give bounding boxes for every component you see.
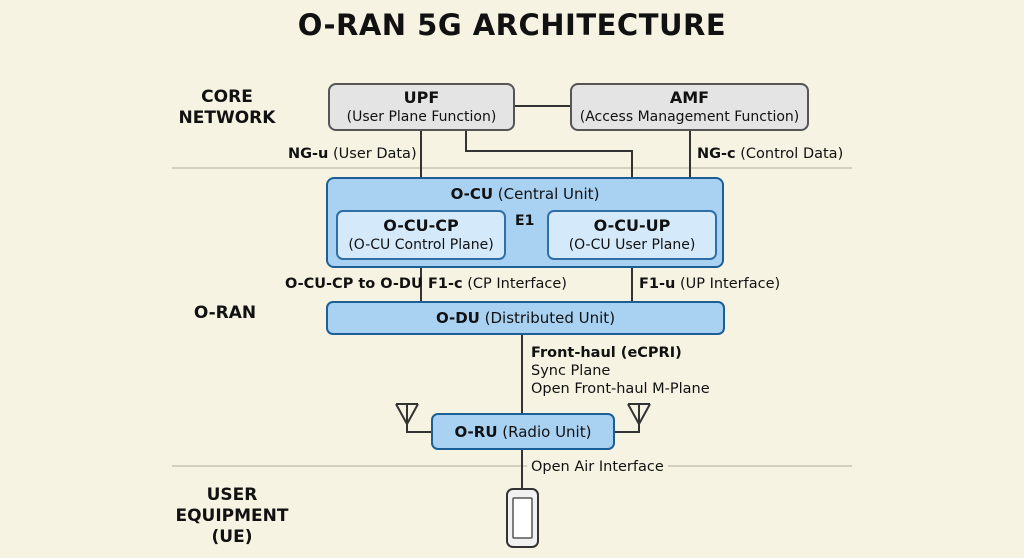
cp-to-du-label: O-CU-CP to O-DU: [285, 276, 423, 292]
amf-desc: (Access Management Function): [579, 109, 800, 125]
upf-box[interactable]: UPF (User Plane Function): [328, 83, 515, 131]
oru-desc: (Radio Unit): [502, 422, 592, 441]
odu-box[interactable]: O-DU (Distributed Unit): [326, 301, 725, 335]
odu-name: O-DU: [435, 309, 480, 327]
f1u-desc: (UP Interface): [679, 276, 781, 292]
amf-box[interactable]: AMF (Access Management Function): [570, 83, 809, 131]
section-ue-line3: (UE): [211, 527, 253, 547]
section-ue-line2: EQUIPMENT: [175, 506, 289, 526]
ocucp-name: O-CU-CP: [383, 216, 459, 235]
oru-heading: O-RU (Radio Unit): [455, 423, 592, 441]
f1c-name: F1-c: [428, 276, 463, 292]
oru-name: O-RU: [454, 422, 498, 441]
section-user-equipment: USER EQUIPMENT (UE): [167, 485, 297, 548]
section-core-line1: CORE: [201, 87, 253, 107]
oru-box[interactable]: O-RU (Radio Unit): [431, 413, 615, 450]
e1-label: E1: [515, 213, 535, 229]
ngc-name: NG-c: [697, 146, 736, 162]
f1c-label: F1-c (CP Interface): [428, 275, 567, 293]
page-title: O-RAN 5G ARCHITECTURE: [297, 8, 727, 42]
section-core-line2: NETWORK: [178, 108, 276, 128]
ocuup-name: O-CU-UP: [593, 216, 671, 235]
f1c-desc: (CP Interface): [467, 276, 567, 292]
ngc-label: NG-c (Control Data): [697, 145, 843, 163]
upf-desc: (User Plane Function): [346, 109, 497, 125]
fronthaul-mplane: Open Front-haul M-Plane: [531, 381, 710, 397]
ngu-desc: (User Data): [333, 146, 417, 162]
ocucp-box[interactable]: O-CU-CP (O-CU Control Plane): [336, 210, 506, 260]
ocucp-desc: (O-CU Control Plane): [348, 237, 494, 253]
amf-name: AMF: [669, 88, 710, 107]
section-core-network: CORE NETWORK: [172, 87, 282, 129]
f1u-label: F1-u (UP Interface): [639, 275, 780, 293]
ngu-label: NG-u (User Data): [288, 145, 417, 163]
ocu-heading: O-CU (Central Unit): [451, 185, 600, 203]
antenna-icon: [395, 403, 432, 433]
odu-desc: (Distributed Unit): [484, 309, 616, 327]
smartphone-icon: [506, 488, 539, 548]
ocu-desc: (Central Unit): [497, 185, 600, 203]
odu-heading: O-DU (Distributed Unit): [436, 309, 615, 327]
antenna-icon: [614, 403, 651, 433]
upf-name: UPF: [403, 88, 440, 107]
f1u-name: F1-u: [639, 276, 676, 292]
section-oran: O-RAN: [193, 303, 257, 323]
ocu-name: O-CU: [450, 185, 494, 203]
ngc-desc: (Control Data): [740, 146, 844, 162]
fronthaul-sync: Sync Plane: [531, 363, 611, 379]
section-ue-line1: USER: [206, 485, 258, 505]
fronthaul-name: Front-haul (eCPRI): [531, 345, 682, 361]
ocuup-desc: (O-CU User Plane): [568, 237, 696, 253]
ocuup-box[interactable]: O-CU-UP (O-CU User Plane): [547, 210, 717, 260]
ngu-name: NG-u: [288, 146, 329, 162]
air-interface-label: Open Air Interface: [527, 458, 668, 476]
